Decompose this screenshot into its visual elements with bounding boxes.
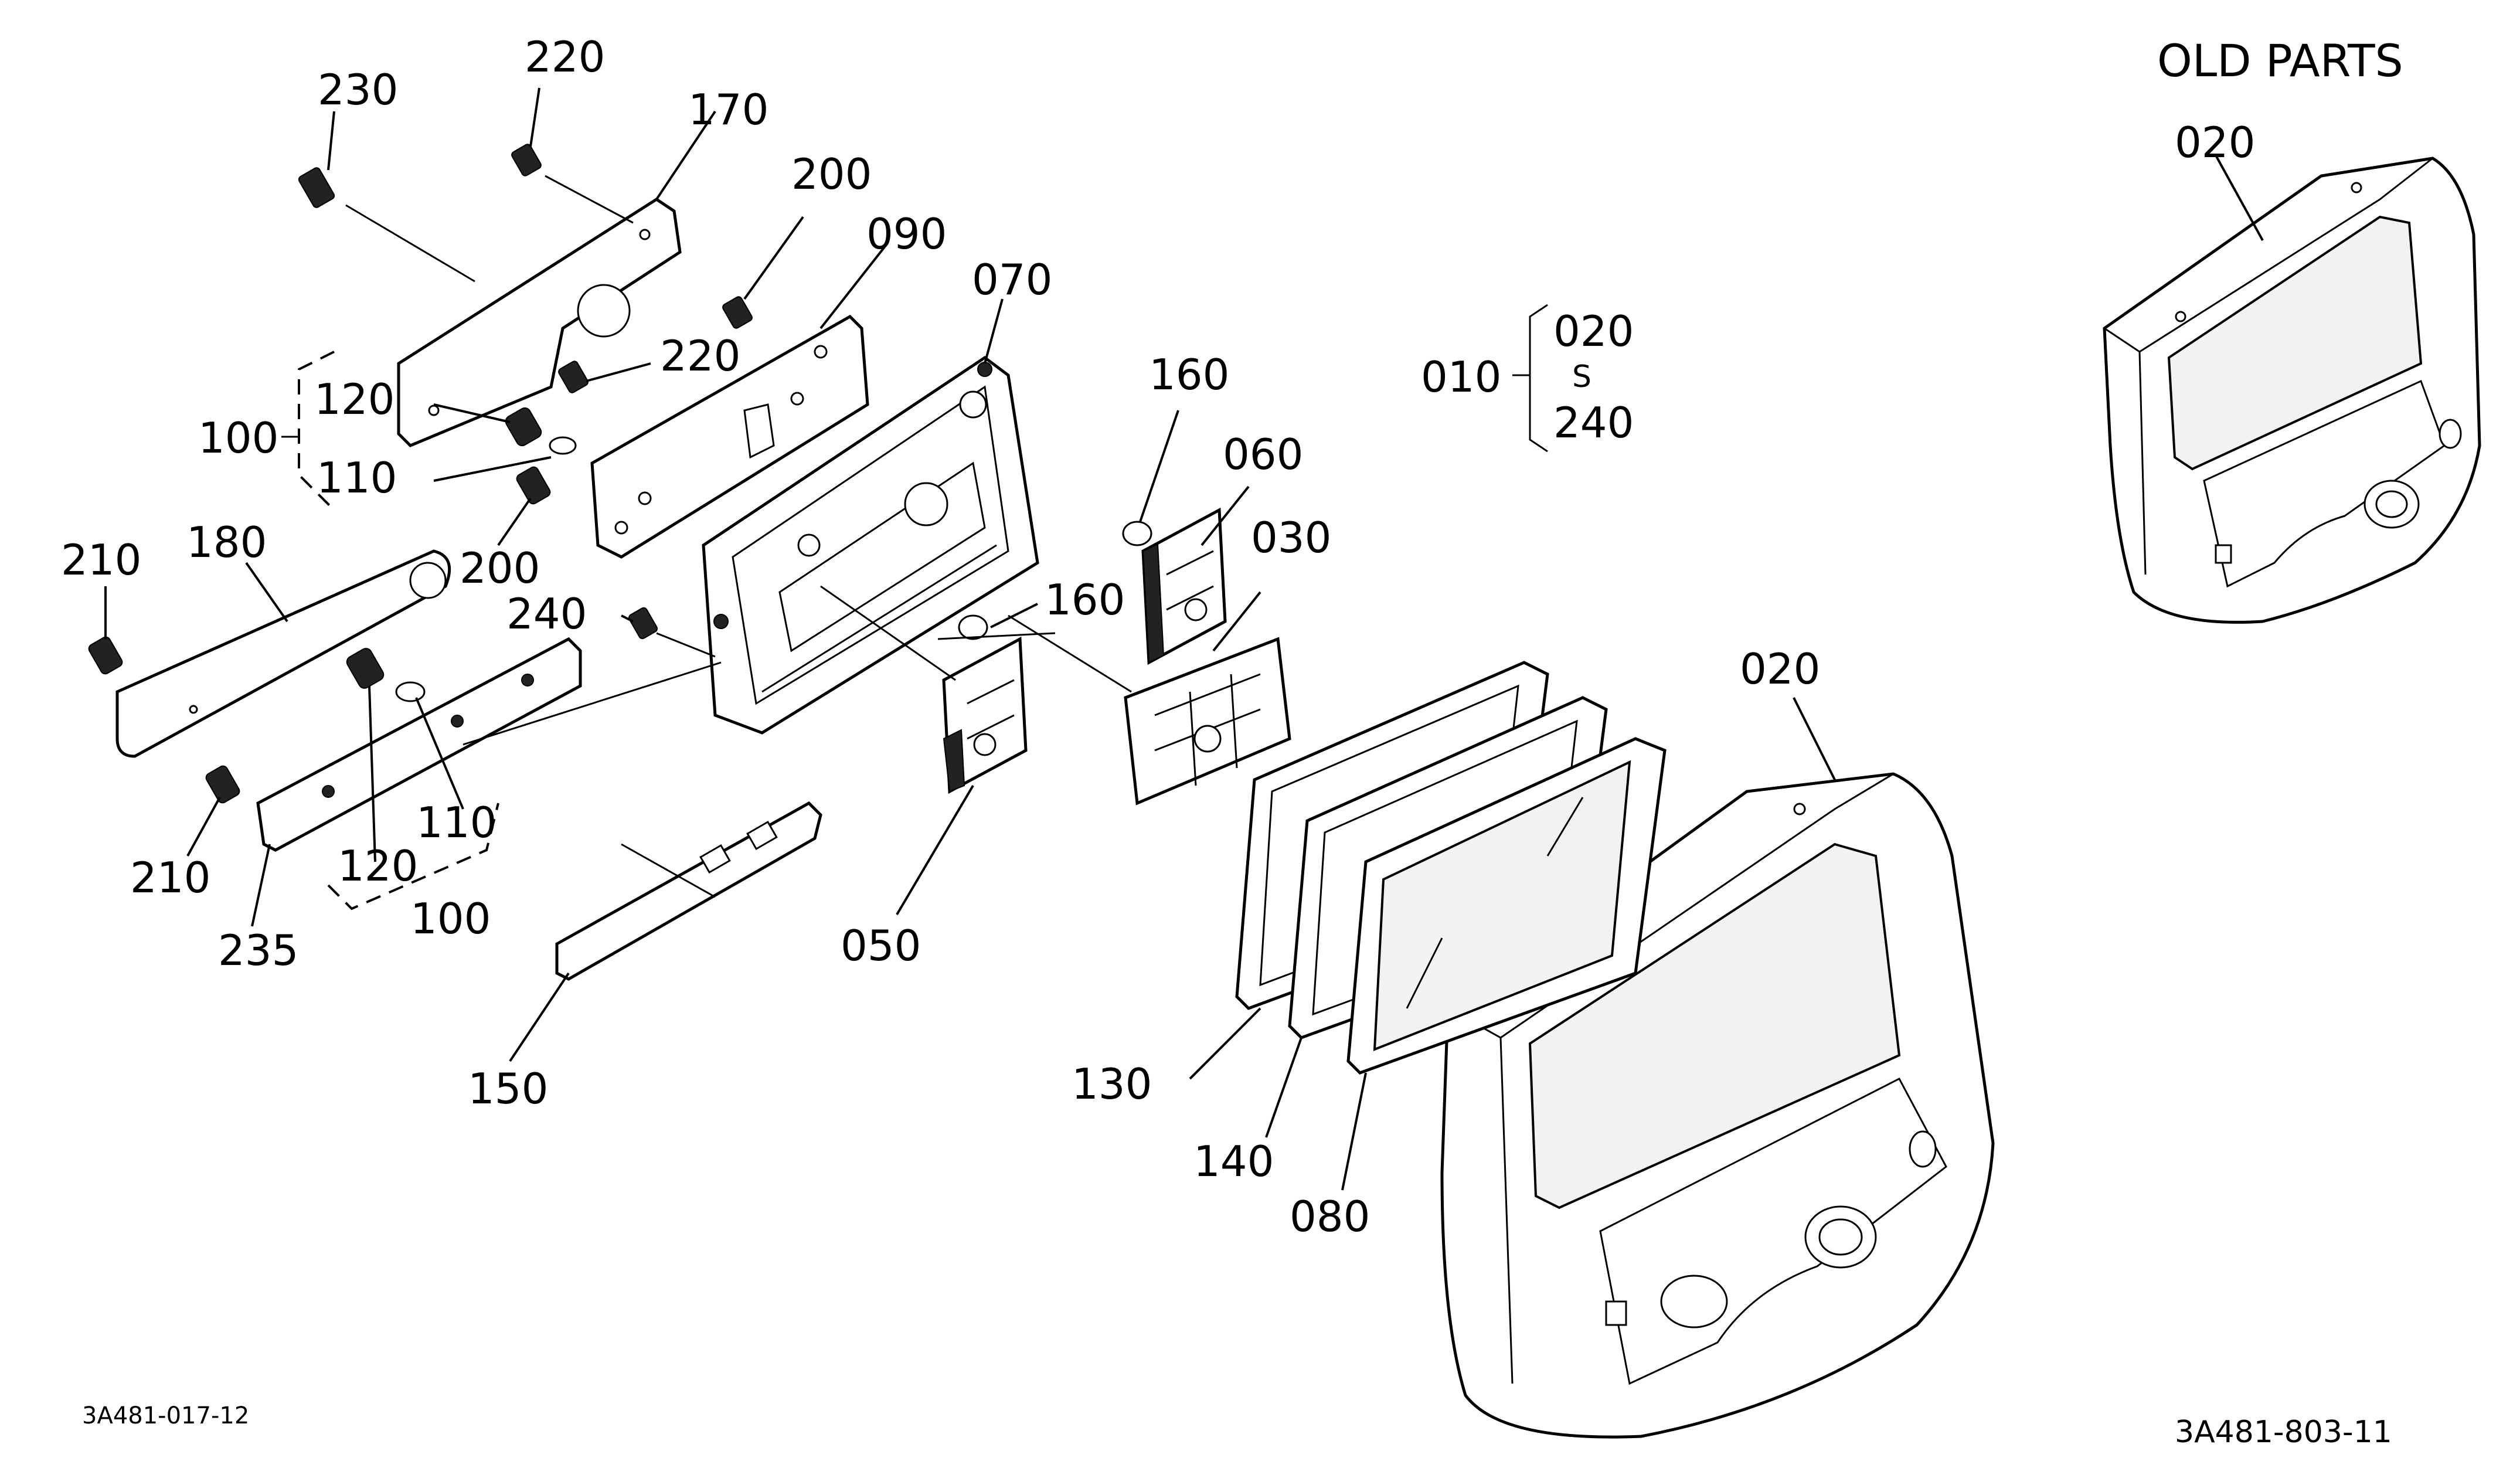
callout-020-main: 020 <box>1740 644 1820 694</box>
dial-060 <box>1141 507 1227 665</box>
callout-220-mid: 220 <box>660 331 740 380</box>
cap-160-mid <box>958 614 988 640</box>
callout-100-bot: 100 <box>410 894 491 943</box>
callout-150: 150 <box>468 1064 548 1113</box>
callout-210-top: 210 <box>61 535 141 585</box>
callout-080: 080 <box>1290 1192 1370 1241</box>
title-old-parts: OLD PARTS <box>2157 35 2403 87</box>
housing-070 <box>702 355 1039 735</box>
screw-220-top <box>511 144 542 176</box>
callout-070: 070 <box>972 255 1052 304</box>
lens-080 <box>1346 737 1667 1075</box>
old-cover-020 <box>2103 157 2481 624</box>
callout-030: 030 <box>1251 513 1331 562</box>
callout-160-mid: 160 <box>1045 575 1125 624</box>
callout-220-top: 220 <box>525 32 605 81</box>
callout-100-top: 100 <box>198 413 278 463</box>
callout-090: 090 <box>866 209 947 259</box>
cap-160-top <box>1122 521 1152 546</box>
callout-020-old: 020 <box>2175 118 2255 167</box>
knob-120-top <box>505 407 577 455</box>
group-tilde: S <box>1572 359 1591 395</box>
screw-240 <box>628 607 658 640</box>
screw-210-top <box>88 636 123 675</box>
callout-020-group: 020 <box>1553 307 1634 356</box>
strip-235 <box>256 637 582 852</box>
callout-110-top: 110 <box>317 453 397 502</box>
callout-200-top: 200 <box>791 149 872 199</box>
callout-050: 050 <box>841 921 921 970</box>
callout-180: 180 <box>186 518 267 567</box>
bracket-100-bot <box>327 803 499 910</box>
callout-060: 060 <box>1223 430 1303 479</box>
callout-210-bot: 210 <box>130 853 210 902</box>
plate-170 <box>397 198 682 447</box>
dial-050 <box>942 636 1028 794</box>
callout-240: 240 <box>506 589 587 638</box>
knob-120-bot <box>346 648 426 702</box>
callout-170: 170 <box>688 85 768 134</box>
plate-090 <box>590 314 869 559</box>
strip-150 <box>555 801 822 981</box>
callout-240-group: 240 <box>1553 398 1634 447</box>
callout-140: 140 <box>1193 1137 1274 1186</box>
footer-code-right: 3A481-803-11 <box>2175 1415 2392 1450</box>
callout-110-bot: 110 <box>416 798 496 847</box>
callout-120-bot: 120 <box>338 841 418 891</box>
bracket-010 <box>1529 304 1548 453</box>
screw-200-top <box>722 296 753 329</box>
callout-230: 230 <box>318 65 398 114</box>
callout-200-mid: 200 <box>460 543 540 593</box>
screw-220-mid <box>558 361 589 393</box>
callout-160-top: 160 <box>1149 350 1229 399</box>
callout-010: 010 <box>1421 352 1501 402</box>
callout-120-top: 120 <box>314 375 395 424</box>
callout-235: 235 <box>218 926 298 975</box>
screw-230 <box>298 167 335 208</box>
strip-180 <box>115 549 451 758</box>
screw-200-mid <box>516 466 551 505</box>
dial-030 <box>1124 637 1291 806</box>
callout-130: 130 <box>1072 1059 1152 1109</box>
footer-code-left: 3A481-017-12 <box>82 1402 249 1429</box>
screw-210-bot <box>205 765 240 804</box>
